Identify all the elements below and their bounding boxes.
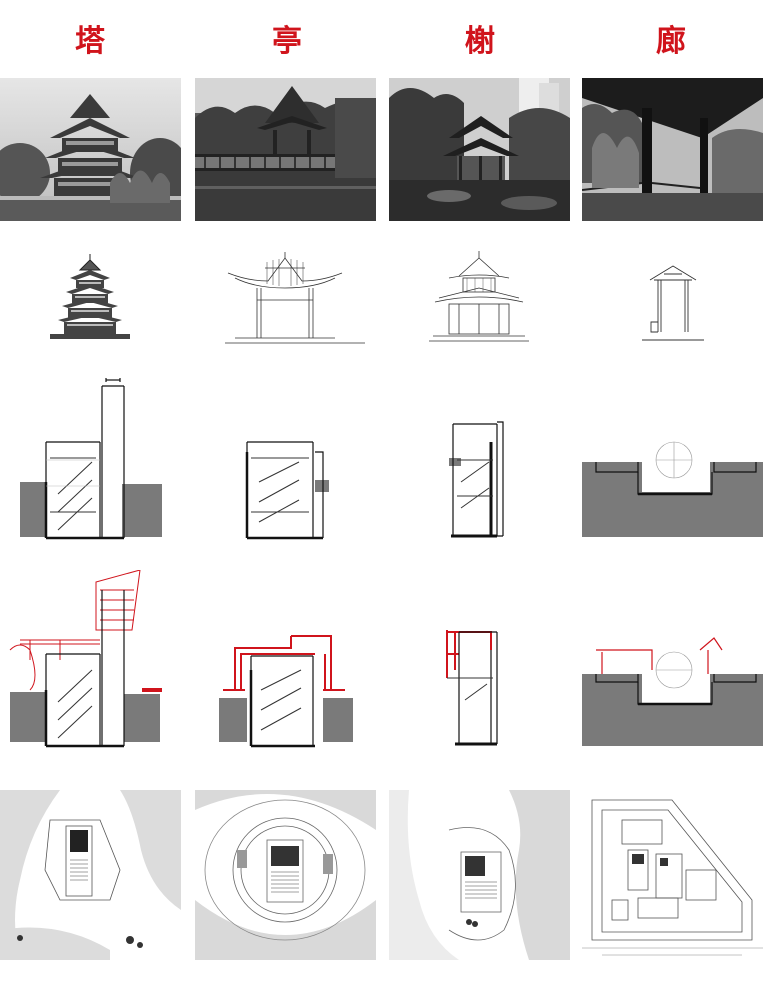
pavilion-section-proposed [195, 570, 376, 750]
waterside-pavilion-section-proposed [389, 570, 570, 750]
pagoda-section [0, 362, 181, 542]
corridor-section-proposed [582, 570, 763, 750]
pagoda-elevation [0, 248, 181, 348]
column-title-pavilion: 亭 [272, 24, 302, 59]
pavilion-section [195, 362, 376, 542]
column-title-pagoda: 塔 [75, 24, 105, 59]
pavilion-site-plan [195, 790, 376, 960]
pavilion-photo [195, 78, 376, 221]
waterside-pavilion-photo [389, 78, 570, 221]
pagoda-section-proposed [0, 570, 181, 750]
corridor-elevation [582, 248, 763, 348]
corridor-site-plan [582, 790, 763, 960]
pagoda-photo [0, 78, 181, 221]
waterside-pavilion-section [389, 362, 570, 542]
corridor-photo [582, 78, 763, 221]
column-title-corridor: 廊 [656, 24, 686, 59]
column-title-waterside-pavilion: 榭 [465, 24, 495, 59]
pavilion-elevation [195, 248, 376, 348]
waterside-pavilion-elevation [389, 248, 570, 348]
pagoda-site-plan [0, 790, 181, 960]
corridor-section [582, 362, 763, 542]
waterside-pavilion-site-plan [389, 790, 570, 960]
